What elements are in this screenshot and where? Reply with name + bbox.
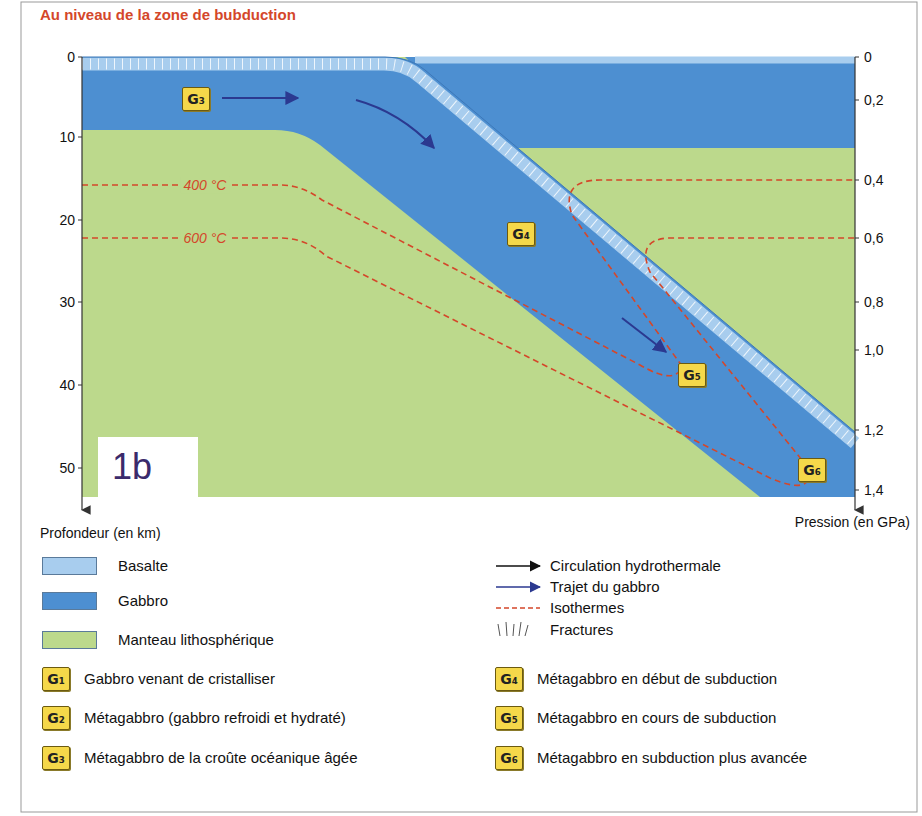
callout-box: G₅	[495, 706, 523, 730]
legend-text: Basalte	[118, 557, 168, 575]
mantle	[82, 57, 855, 497]
depth-value: 30	[59, 294, 75, 311]
axis-ticks	[78, 57, 859, 490]
depth-axis	[81, 57, 82, 510]
legend-text: Métagabbro en cours de subduction	[537, 709, 776, 727]
callout-label: G₅	[500, 710, 518, 726]
figure-number-box: 1b	[98, 437, 198, 497]
callout-box: G₆	[798, 458, 826, 482]
callout-box: G₄	[507, 222, 535, 246]
legend-text: Gabbro	[118, 592, 168, 610]
pressure-value: 1,0	[864, 342, 883, 359]
isotherm-label: 600 °C	[181, 230, 230, 247]
axis-title: Profondeur (en km)	[40, 525, 161, 542]
legend-text: Métagabbro en début de subduction	[537, 670, 777, 688]
callout-label: G₅	[683, 367, 701, 383]
legend-text: Gabbro venant de cristalliser	[84, 670, 275, 688]
slab-basalt	[82, 64, 855, 443]
callout-box: G₅	[678, 363, 706, 387]
pressure-value: 0,4	[864, 172, 883, 189]
legend-text: Métagabbro de la croûte océanique âgée	[84, 749, 358, 767]
callout-box: G₃	[182, 87, 210, 111]
callout-label: G₁	[47, 671, 65, 687]
callout-label: G₆	[803, 462, 821, 478]
callout-box: G₃	[42, 746, 70, 770]
frame	[21, 2, 917, 812]
gabbro-path-arrow	[356, 100, 434, 148]
figure-number: 1b	[112, 446, 152, 488]
pressure-value: 1,4	[864, 482, 883, 499]
fractures	[82, 64, 855, 443]
legend-swatch	[42, 592, 97, 610]
axis-title: Pression (en GPa)	[795, 514, 910, 531]
isotherm-400	[82, 180, 855, 376]
legend-text: Trajet du gabbro	[550, 578, 660, 596]
callout-label: G₄	[512, 226, 530, 242]
callout-label: G₆	[500, 750, 518, 766]
legend-text: Fractures	[550, 621, 613, 639]
pressure-value: 0,2	[864, 92, 883, 109]
callout-box: G₆	[495, 746, 523, 770]
callout-label: G₄	[500, 671, 518, 687]
slab-surface	[82, 57, 855, 432]
legend-swatch	[42, 557, 97, 575]
pressure-value: 0,8	[864, 294, 883, 311]
pressure-value: 1,2	[864, 422, 883, 439]
fracture-sample	[498, 622, 528, 636]
legend-text: Métagabbro (gabbro refroidi et hydraté)	[84, 709, 346, 727]
depth-value: 50	[59, 460, 75, 477]
legend-text: Circulation hydrothermale	[550, 557, 721, 575]
isotherm-sample	[496, 607, 540, 609]
legend-swatch	[42, 631, 97, 649]
gabbro-path-sample	[496, 586, 540, 588]
isotherm-label: 400 °C	[181, 177, 230, 194]
depth-value: 0	[67, 49, 75, 66]
depth-value: 10	[59, 129, 75, 146]
pressure-axis	[854, 57, 855, 510]
callout-label: G₂	[47, 710, 65, 726]
subducting-slab	[82, 57, 855, 497]
legend-text: Isothermes	[550, 599, 624, 617]
pressure-value: 0	[864, 49, 872, 66]
callout-label: G₃	[187, 91, 205, 107]
callout-box: G₄	[495, 667, 523, 691]
depth-value: 40	[59, 377, 75, 394]
gabbro-path-arrow	[622, 318, 666, 352]
hydrothermal-sample	[496, 565, 540, 567]
depth-value: 20	[59, 212, 75, 229]
legend-text: Manteau lithosphérique	[118, 631, 274, 649]
callout-box: G₂	[42, 706, 70, 730]
gabbro-path-arrow	[222, 97, 298, 99]
callout-label: G₃	[47, 750, 65, 766]
pressure-value: 0,6	[864, 230, 883, 247]
figure-title: Au niveau de la zone de bubduction	[40, 6, 296, 24]
callout-box: G₁	[42, 667, 70, 691]
legend-text: Métagabbro en subduction plus avancée	[537, 749, 807, 767]
upper-plate-basalt	[415, 57, 855, 64]
